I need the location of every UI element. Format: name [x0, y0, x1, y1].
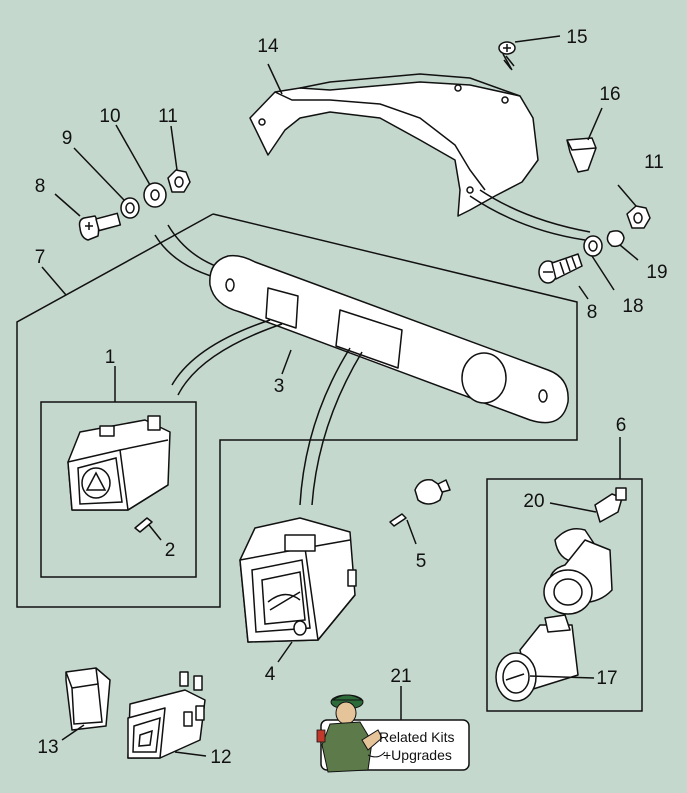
group-box-6	[486, 478, 643, 712]
guide-line-switch-upper	[171, 319, 271, 386]
callout-14: 14	[257, 36, 279, 57]
guide-line-lamp-right	[311, 351, 363, 506]
callout-17: 17	[596, 668, 617, 689]
rocker-cap-part-13	[65, 667, 111, 731]
callout-9: 9	[62, 128, 73, 149]
guide-line-right-upper	[469, 195, 586, 241]
bolt-part-8-left	[78, 212, 122, 241]
lock-washer-part-19	[606, 230, 625, 248]
related-kits-button[interactable]: Related Kits +Upgrades	[316, 694, 470, 773]
callout-7: 7	[35, 247, 46, 268]
callout-13: 13	[37, 737, 58, 758]
callout-11-left: 11	[158, 106, 178, 127]
cigar-lighter-part-6	[543, 528, 613, 615]
callout-1: 1	[105, 347, 116, 368]
callout-4: 4	[265, 664, 276, 685]
related-kits-line1: Related Kits	[379, 729, 454, 745]
callout-20: 20	[523, 491, 544, 512]
mechanic-mascot-icon	[316, 694, 386, 773]
bulb-part-5	[389, 478, 451, 527]
clip-part-16	[566, 137, 597, 173]
callout-16: 16	[599, 84, 620, 105]
callout-3: 3	[274, 376, 285, 397]
callout-11-right: 11	[644, 152, 664, 173]
callout-21: 21	[390, 666, 411, 687]
bulb-holder-part-20	[594, 487, 627, 523]
screw-part-15	[498, 41, 516, 71]
lighter-element-part-17	[495, 614, 579, 702]
group-box-1	[40, 401, 197, 578]
leader-lines	[41, 35, 639, 757]
hazard-switch-part-1	[67, 415, 171, 511]
related-kits-line2: +Upgrades	[383, 747, 452, 763]
lamp-housing-part-4	[239, 517, 357, 643]
callout-10: 10	[99, 106, 120, 127]
bulb-part-2	[134, 517, 153, 533]
group-outline-7	[16, 213, 578, 608]
panel-part-3	[209, 254, 569, 424]
callout-6: 6	[616, 415, 627, 436]
guide-line-lamp-left	[299, 347, 351, 506]
callout-15: 15	[566, 27, 587, 48]
rocker-switch-part-12	[127, 671, 206, 759]
callout-8-right: 8	[587, 302, 598, 323]
guide-line-switch-lower	[177, 323, 283, 396]
callout-19: 19	[646, 262, 667, 283]
callout-8-left: 8	[35, 176, 46, 197]
callout-18: 18	[622, 296, 643, 317]
bolt-part-8-right	[538, 253, 583, 284]
callout-5: 5	[416, 551, 427, 572]
callout-12: 12	[210, 747, 231, 768]
guide-line-right-lower	[479, 189, 591, 233]
bracket-part-14	[249, 73, 539, 217]
callout-2: 2	[165, 540, 176, 561]
